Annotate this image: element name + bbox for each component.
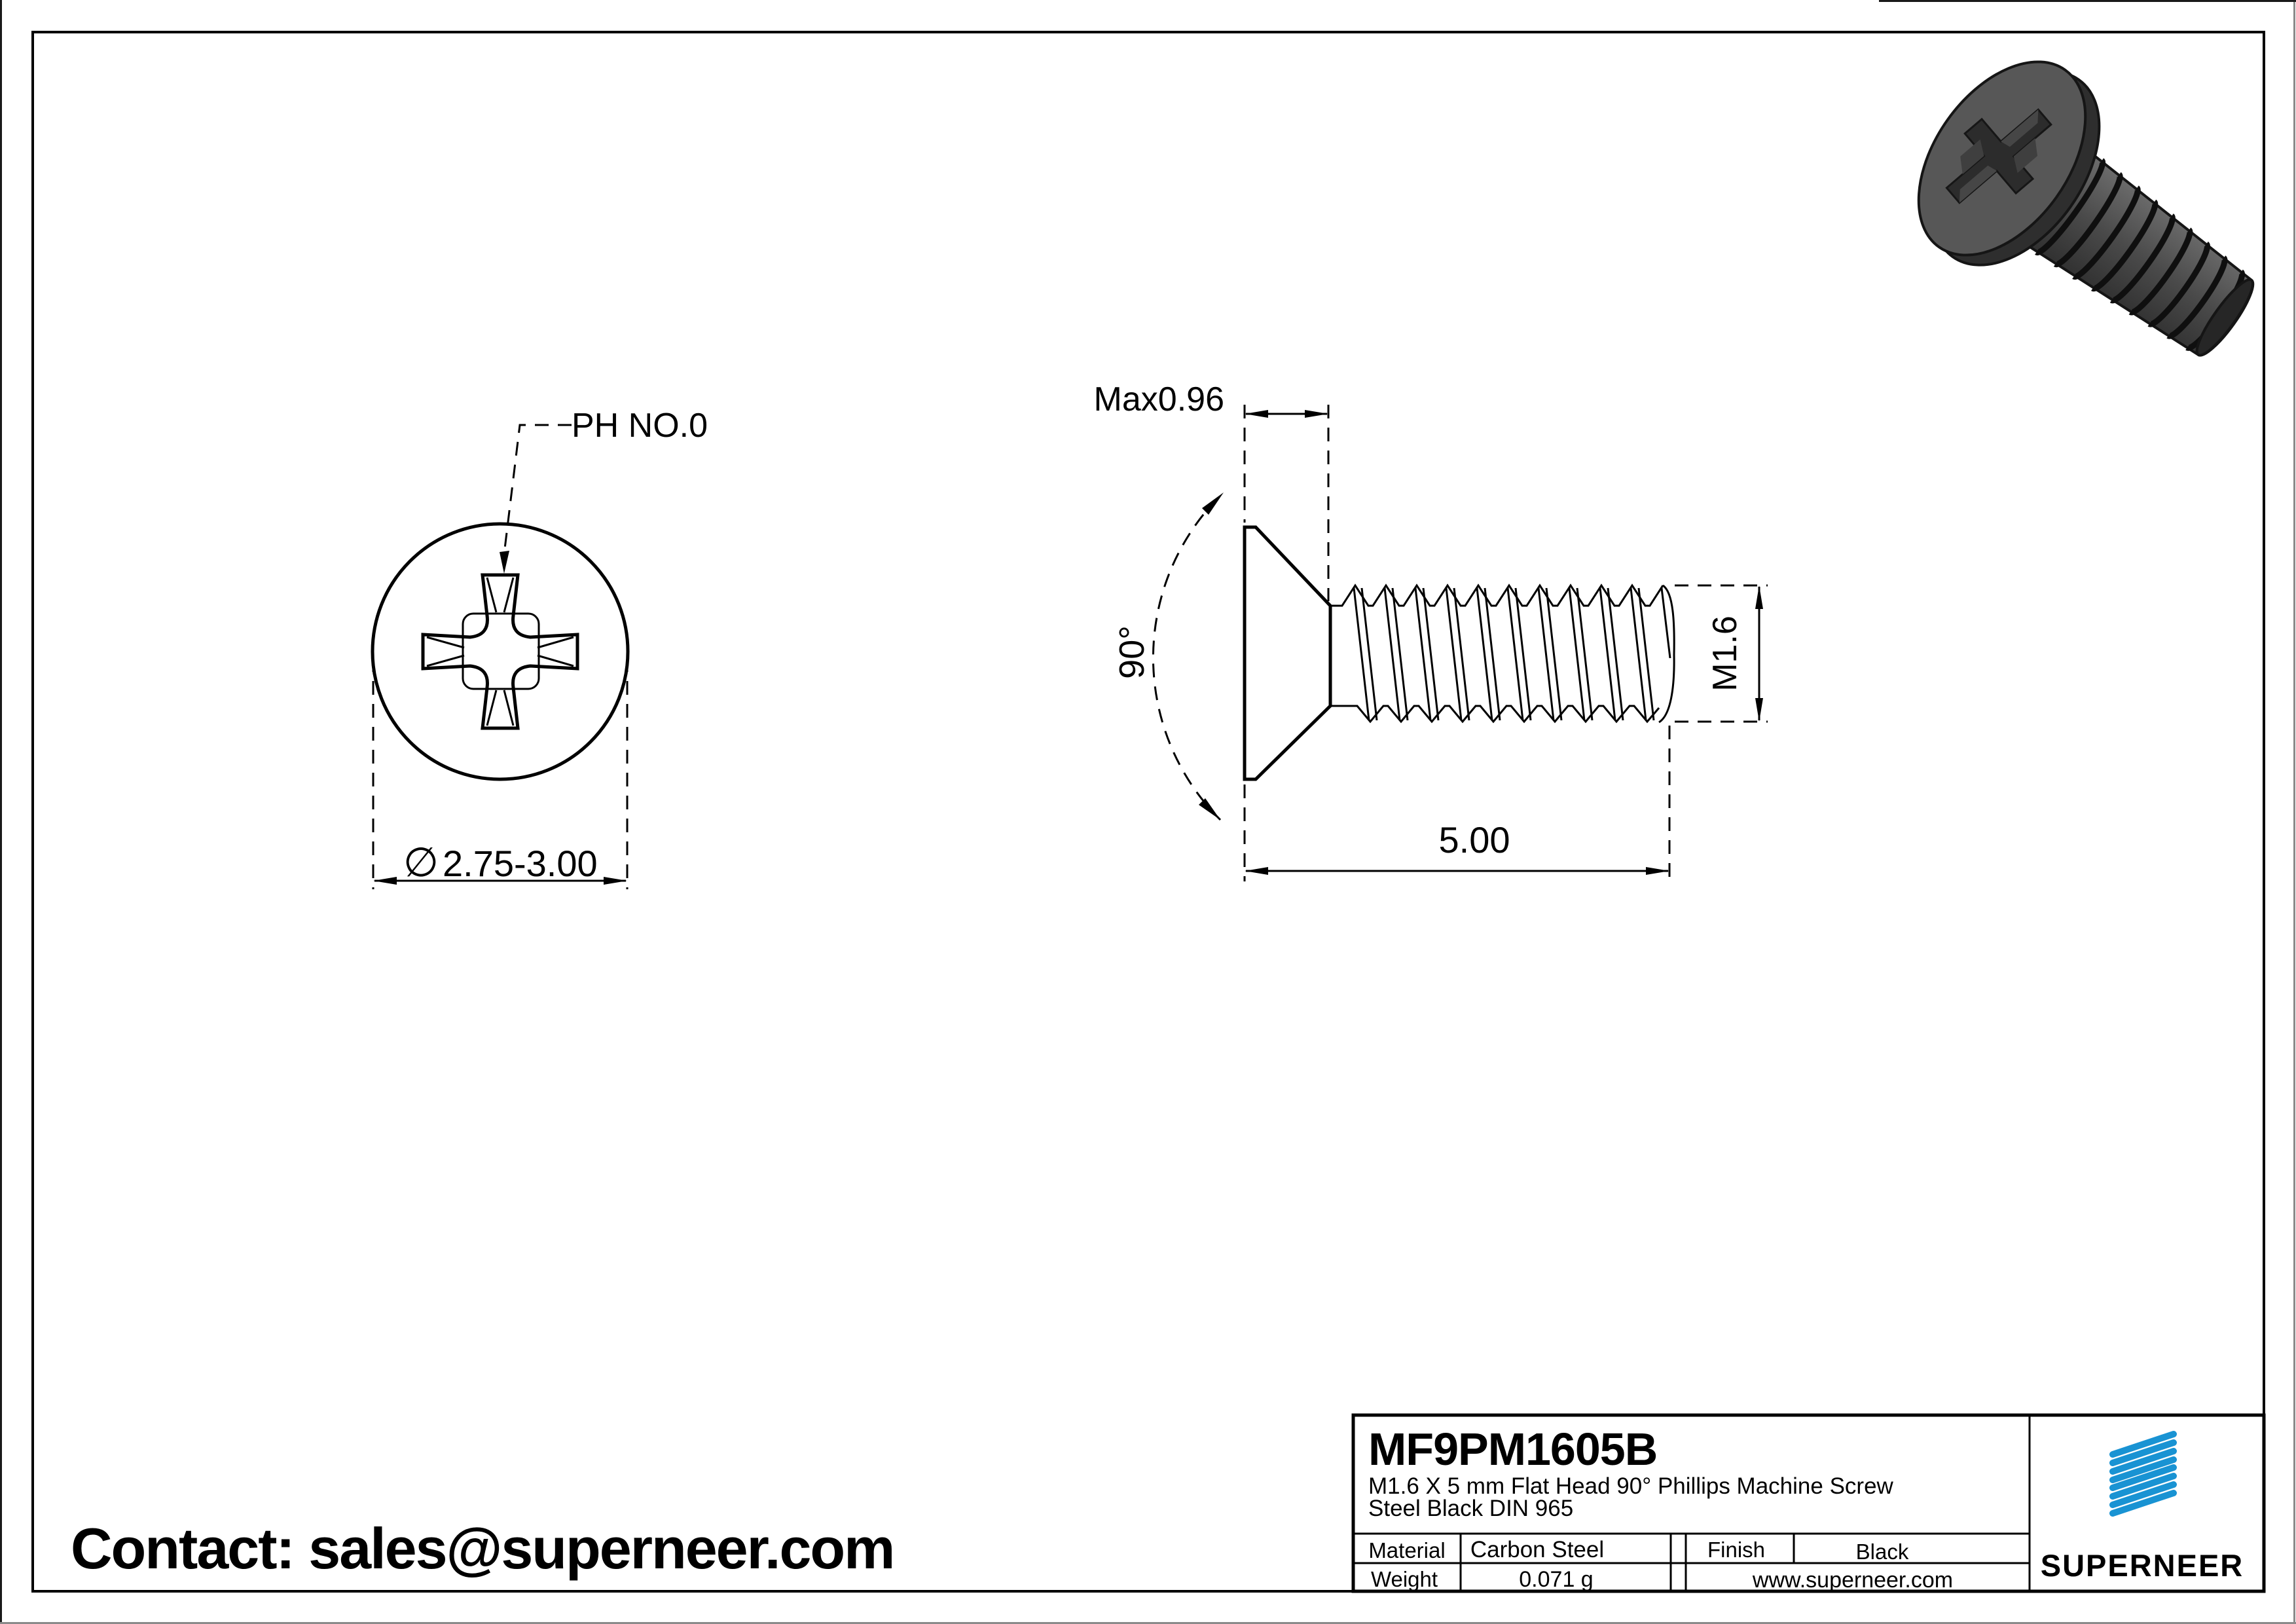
head-height-arrow-left: [1245, 410, 1268, 418]
weight-value: 0.071 g: [1519, 1567, 1593, 1592]
finish-value: Black: [1856, 1540, 1909, 1564]
head-height-extension-lines: [1243, 405, 1330, 601]
right-edge-line: [2293, 0, 2295, 1624]
weight-label: Weight: [1371, 1567, 1438, 1591]
length-label: 5.00: [1439, 819, 1510, 860]
contact-line: Contact: sales@superneer.com: [71, 1516, 894, 1581]
length-extension-lines: [1243, 726, 1671, 881]
thread-flank-lines: [1353, 587, 1671, 721]
top-edge-line: [1879, 0, 2296, 2]
phillips-recess-taper-lines: [426, 577, 574, 726]
diameter-extension-lines: [372, 658, 629, 889]
angle-arrow-top: [1202, 492, 1224, 515]
website-link[interactable]: www.superneer.com: [1752, 1568, 1953, 1593]
screw-side-view: Max0.96 90° M1.6 5.00: [1094, 380, 1768, 881]
head-top-view: PH NO.0 ∅2.75-3.00: [371, 407, 708, 889]
recess-leader-arrowhead: [500, 551, 509, 574]
phillips-recess-3d-icon: [1945, 108, 2052, 204]
diameter-arrow-right: [604, 877, 627, 885]
brand-name: SUPERNEER: [2041, 1548, 2244, 1583]
thread-diameter-arrow-bottom: [1755, 698, 1763, 722]
angle-arrow-bottom: [1199, 798, 1220, 820]
head-height-label: Max0.96: [1094, 380, 1224, 418]
diameter-arrow-left: [373, 877, 397, 885]
phillips-recess-outline: [421, 573, 579, 730]
title-block: MF9PM1605B M1.6 X 5 mm Flat Head 90° Phi…: [1351, 1413, 2266, 1593]
thread-top-profile: [1330, 583, 1664, 607]
diameter-symbol: ∅: [403, 840, 439, 885]
material-label: Material: [1368, 1538, 1445, 1562]
thread-bottom-profile: [1330, 705, 1660, 724]
length-arrow-left: [1245, 867, 1268, 875]
diameter-value: 2.75-3.00: [443, 843, 598, 884]
thread-end-cap: [1658, 584, 1675, 724]
thread-diameter-arrow-top: [1755, 585, 1763, 609]
head-outline-circle: [371, 522, 630, 781]
thread-size-label: M1.6: [1706, 616, 1744, 692]
description-line-2: Steel Black DIN 965: [1368, 1496, 1573, 1521]
countersink-angle-label: 90°: [1112, 625, 1152, 679]
phillips-recess-bottom-square: [462, 612, 540, 690]
material-value: Carbon Steel: [1470, 1537, 1604, 1562]
recess-leader-line: [503, 424, 572, 555]
title-block-dividers: [1353, 1415, 2031, 1591]
countersink-angle-arc: [1152, 491, 1225, 821]
head-profile: [1243, 525, 1332, 781]
finish-label: Finish: [1707, 1538, 1765, 1562]
part-number: MF9PM1605B: [1368, 1424, 1657, 1475]
left-edge-line: [0, 0, 2, 1624]
screw-3d-render: [1917, 60, 2255, 357]
description-line-1: M1.6 X 5 mm Flat Head 90° Phillips Machi…: [1368, 1473, 1894, 1499]
bottom-edge-line: [0, 1622, 2296, 1624]
head-height-arrow-right: [1305, 410, 1328, 418]
brand-logo-stripes-icon: [2109, 1431, 2177, 1517]
brand-logo: SUPERNEER: [2041, 1431, 2244, 1583]
screw-3d-tip: [2195, 278, 2254, 357]
length-arrow-right: [1646, 867, 1669, 875]
recess-label: PH NO.0: [572, 407, 708, 445]
drawing-border: [31, 31, 2265, 1593]
thread-diameter-extension-lines: [1675, 584, 1768, 723]
diameter-dimension-label: ∅2.75-3.00: [403, 840, 598, 885]
